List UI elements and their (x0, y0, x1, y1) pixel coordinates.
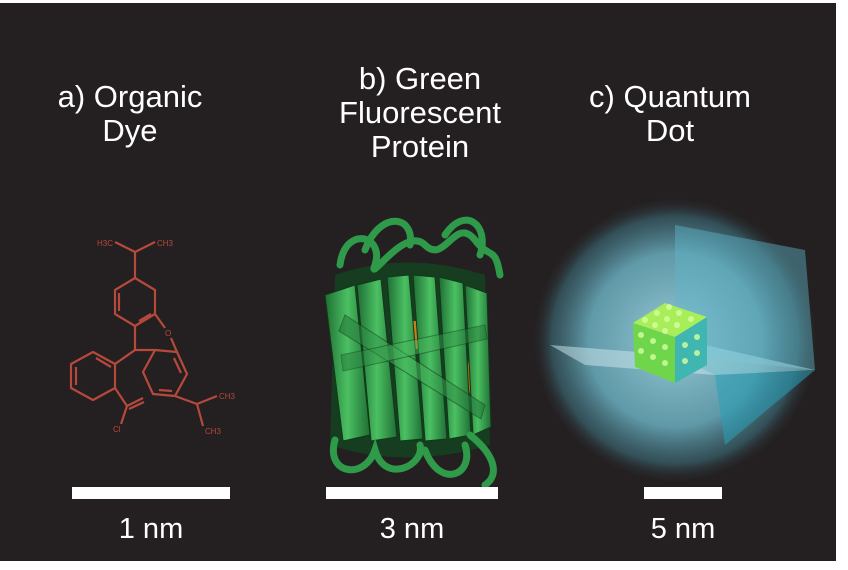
title-line: Fluorescent (339, 95, 501, 130)
scale-bar-3nm (326, 487, 498, 499)
dye-atom-label: CH3 (157, 239, 174, 248)
right-border (836, 0, 848, 570)
title-line: a) Organic (57, 79, 203, 114)
title-line: Dye (102, 113, 158, 148)
title-line: Dot (645, 113, 695, 148)
scale-bar-1nm (72, 487, 230, 499)
quantum-dot-title: c) Quantum Dot (570, 80, 770, 148)
title-line: Protein (370, 129, 470, 164)
scale-bar-5nm (644, 487, 722, 499)
dye-atom-label: H3C (97, 239, 113, 248)
scale-label-qd: 5 nm (650, 513, 716, 545)
scale-label-gfp: 3 nm (379, 513, 445, 545)
title-line: c) Quantum (589, 79, 751, 114)
top-border (0, 0, 848, 3)
title-line: b) Green (358, 61, 482, 96)
gfp-structure (324, 216, 504, 489)
organic-dye-structure: H3C CH3 O CH3 CH3 Cl (69, 239, 236, 436)
quantum-dot-structure (530, 195, 820, 485)
dye-atom-label: Cl (113, 425, 121, 434)
dye-atom-label: O (165, 329, 171, 338)
gfp-title: b) Green Fluorescent Protein (320, 62, 520, 164)
organic-dye-title: a) Organic Dye (30, 80, 230, 148)
bottom-border (0, 561, 848, 570)
scale-label-dye: 1 nm (118, 513, 184, 545)
dye-atom-label: CH3 (219, 392, 236, 401)
dye-atom-label: CH3 (205, 427, 222, 436)
